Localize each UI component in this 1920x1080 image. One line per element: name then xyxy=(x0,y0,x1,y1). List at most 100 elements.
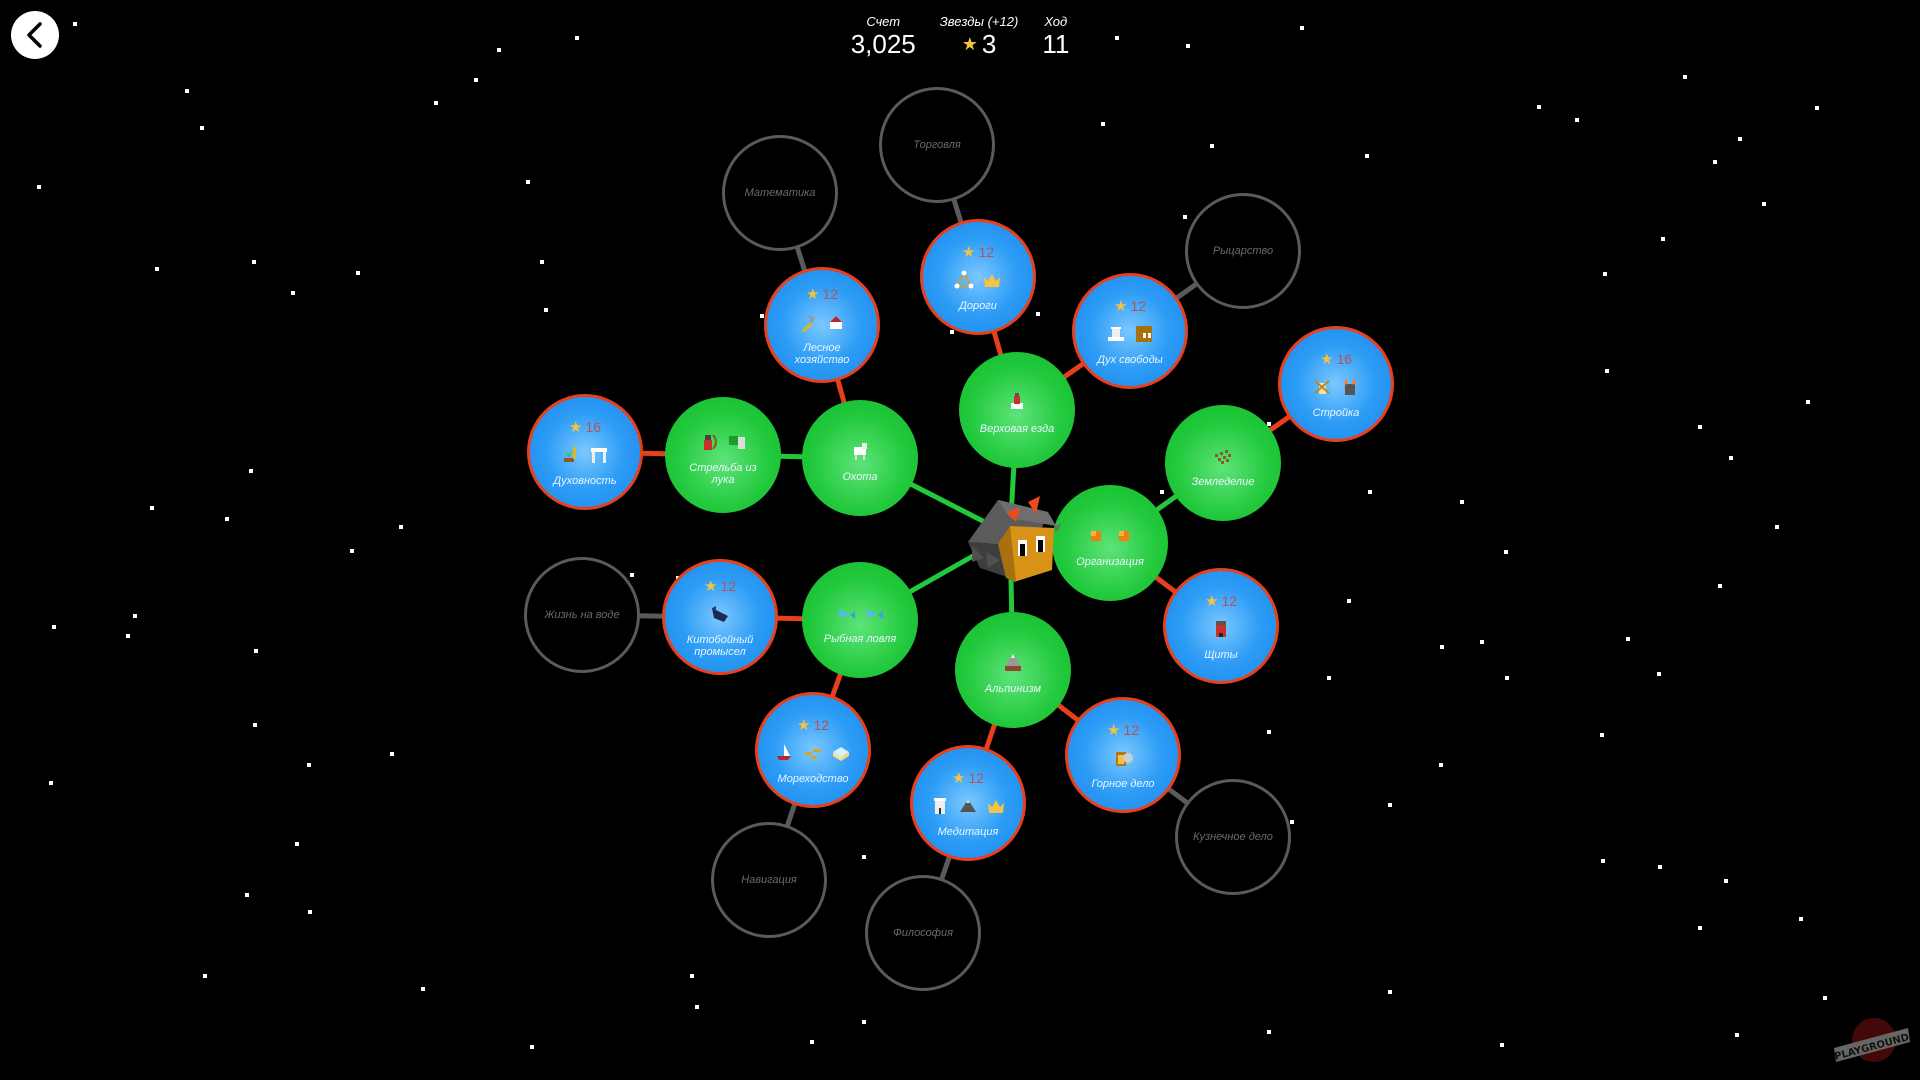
tech-label: Кузнечное дело xyxy=(1193,831,1273,843)
background-star xyxy=(1575,118,1579,122)
background-star xyxy=(1735,1033,1739,1037)
background-star xyxy=(1537,105,1541,109)
turn-display: Ход 11 xyxy=(1042,14,1069,59)
background-star xyxy=(530,1045,534,1049)
stars-display: Звезды (+12) ★ 3 xyxy=(940,14,1019,59)
burning-tower-icon xyxy=(1340,376,1360,397)
background-star xyxy=(245,893,249,897)
score-value: 3,025 xyxy=(850,29,916,59)
background-star xyxy=(862,855,866,859)
tech-node-fishing[interactable]: Рыбная ловля xyxy=(802,562,918,678)
background-star xyxy=(1729,456,1733,460)
tech-cost-value: 12 xyxy=(720,577,737,594)
tech-label: Охота xyxy=(842,470,878,483)
tech-label: Духовность xyxy=(553,474,617,487)
tech-node-navigation[interactable]: Навигация xyxy=(711,822,827,938)
tech-label: Лесное хозяйство xyxy=(794,341,850,366)
tech-cost-value: 12 xyxy=(1130,297,1147,314)
tech-node-organization[interactable]: Организация xyxy=(1052,485,1168,601)
tech-node-chivalry[interactable]: Рыцарство xyxy=(1185,193,1301,309)
tech-label: Рыбная ловля xyxy=(823,632,897,645)
hud-bar: Счет 3,025 Звезды (+12) ★ 3 Ход 11 xyxy=(0,14,1920,59)
port-icon xyxy=(803,743,823,763)
background-star xyxy=(1183,215,1187,219)
tech-cost: ★12 xyxy=(952,769,984,787)
tech-node-hunting[interactable]: Охота xyxy=(802,400,918,516)
background-star xyxy=(356,271,360,275)
star-icon: ★ xyxy=(961,243,976,261)
tech-node-riding[interactable]: Верховая езда xyxy=(959,352,1075,468)
background-star xyxy=(1036,312,1040,316)
background-star xyxy=(52,625,56,629)
tech-cost-value: 16 xyxy=(1336,350,1353,367)
star-icon: ★ xyxy=(961,34,978,54)
turn-label: Ход xyxy=(1044,14,1068,29)
tech-label: Мореходство xyxy=(777,772,849,785)
tech-cost: ★12 xyxy=(962,243,994,261)
tech-icons xyxy=(710,597,730,631)
background-star xyxy=(474,78,478,82)
background-star xyxy=(1657,672,1661,676)
background-star xyxy=(291,291,295,295)
background-star xyxy=(540,260,544,264)
tech-label: Стрельба из лука xyxy=(689,461,757,486)
background-star xyxy=(497,48,501,52)
background-star xyxy=(421,987,425,991)
tech-icons xyxy=(798,305,846,339)
tech-cost: ★16 xyxy=(1320,350,1352,368)
star-icon: ★ xyxy=(805,285,820,303)
background-star xyxy=(390,752,394,756)
tech-label: Дух свободы xyxy=(1097,353,1163,366)
tech-label: Горное дело xyxy=(1091,777,1155,790)
background-star xyxy=(37,185,41,189)
background-star xyxy=(695,1005,699,1009)
horse-icon xyxy=(850,441,870,461)
tech-icons xyxy=(1086,519,1134,553)
background-star xyxy=(1290,820,1294,824)
tech-node-archery[interactable]: Стрельба из лука xyxy=(665,397,781,513)
tech-label: Дороги xyxy=(959,299,997,312)
tech-node-farming[interactable]: Земледелие xyxy=(1165,405,1281,521)
tech-label: Китобойный промысел xyxy=(686,633,754,658)
star-icon: ★ xyxy=(703,577,718,595)
tech-icons xyxy=(930,789,1006,823)
windmill-icon xyxy=(1312,377,1332,397)
background-star xyxy=(308,910,312,914)
star-icon: ★ xyxy=(1113,297,1128,315)
tech-label: Альпинизм xyxy=(984,682,1042,695)
background-star xyxy=(526,180,530,184)
background-star xyxy=(1601,859,1605,863)
star-icon: ★ xyxy=(1106,721,1121,739)
background-star xyxy=(254,649,258,653)
stars-label: Звезды (+12) xyxy=(939,14,1019,29)
tech-cost: ★12 xyxy=(806,285,838,303)
tech-node-trade[interactable]: Торговля xyxy=(879,87,995,203)
tech-node-smithery[interactable]: Кузнечное дело xyxy=(1175,779,1291,895)
tech-cost-value: 12 xyxy=(813,716,830,733)
tech-node-mathematics[interactable]: Математика xyxy=(722,135,838,251)
tech-node-philosophy[interactable]: Философия xyxy=(865,875,981,991)
warrior-icon xyxy=(1134,324,1154,344)
tech-cost-value: 16 xyxy=(585,418,602,435)
tech-node-aquatism[interactable]: Жизнь на воде xyxy=(524,557,640,673)
background-star xyxy=(1698,425,1702,429)
background-star xyxy=(1480,640,1484,644)
tech-node-climbing[interactable]: Альпинизм xyxy=(955,612,1071,728)
tribe-icon[interactable] xyxy=(958,482,1064,588)
background-star xyxy=(1713,160,1717,164)
background-star xyxy=(1101,122,1105,126)
tech-cost-value: 12 xyxy=(822,285,839,302)
background-star xyxy=(185,89,189,93)
back-button[interactable] xyxy=(11,11,59,59)
background-star xyxy=(1505,676,1509,680)
